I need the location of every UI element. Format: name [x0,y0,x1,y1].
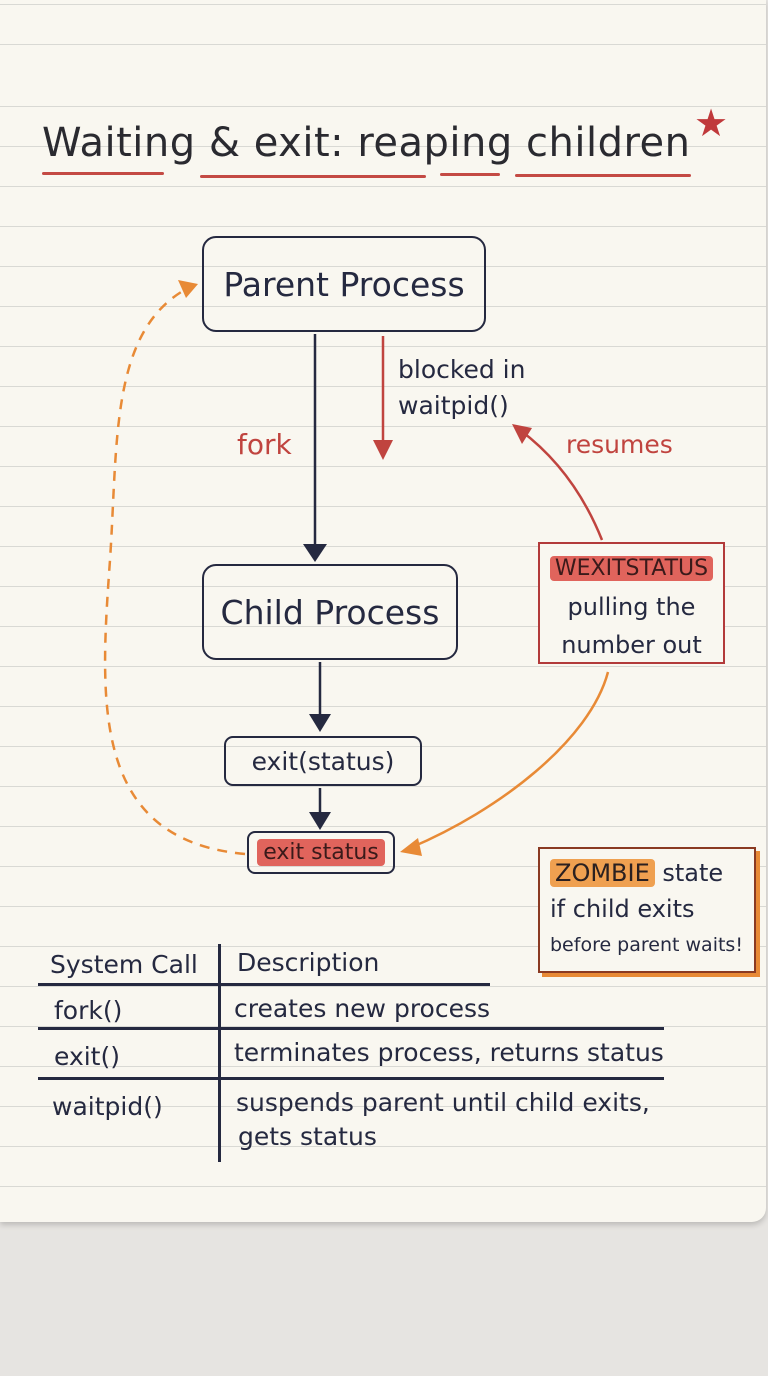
table-row-3-description-line-2: gets status [238,1122,377,1151]
title-underline [42,172,164,175]
exit-call-label: exit(status) [251,746,395,776]
wexitstatus-arrowhead [400,838,422,856]
resumes-arrowhead [512,424,532,444]
table-row-3-call: waitpid() [52,1092,163,1121]
table-row-rule [38,1077,664,1080]
zombie-note: ZOMBIE state if child exits before paren… [538,847,756,973]
table-column-divider [218,944,221,1162]
wexitstatus-tag: WEXITSTATUS [549,556,714,581]
zombie-line-3: before parent waits! [550,934,743,956]
zombie-tag: ZOMBIE [550,859,655,887]
reap-loop-arrow [103,286,246,856]
table-row-2-description: terminates process, returns status [234,1038,664,1067]
page-title: Waiting & exit: reaping children [42,120,691,166]
exit-status-box: exit status [247,831,395,874]
exit-status-label: exit status [257,839,385,866]
status-arrowhead [309,812,331,830]
blocked-note: blocked in waitpid() [398,352,525,424]
blocked-arrowhead [373,440,393,460]
fork-arrowhead [303,544,327,562]
table-row-3-description-line-1: suspends parent until child exits, [236,1088,650,1117]
resumes-label: resumes [566,430,673,459]
exit-arrowhead [309,714,331,732]
child-process-box: Child Process [202,564,458,660]
zombie-line-2: if child exits [550,895,695,923]
wexitstatus-line-2: number out [561,631,702,659]
reap-loop-arrowhead [178,280,198,298]
table-header-description: Description [237,948,380,977]
exit-call-box: exit(status) [224,736,422,786]
blocked-line-2: waitpid() [398,391,509,420]
resumes-arrow [519,429,604,541]
table-row-1-description: creates new process [234,994,491,1023]
star-icon: ★ [694,101,729,145]
table-row-rule [38,1027,664,1030]
zombie-line-1: state [662,859,724,887]
table-row-1-call: fork() [54,996,123,1025]
blocked-line-1: blocked in [398,355,526,384]
parent-process-label: Parent Process [223,264,465,304]
wexitstatus-arrow [409,671,610,850]
parent-process-box: Parent Process [202,236,486,332]
wexitstatus-note: WEXITSTATUS pulling the number out [538,542,725,664]
title-underline [200,175,426,178]
table-row-2-call: exit() [54,1042,120,1071]
title-underline [440,173,500,176]
table-header-rule [38,983,490,986]
fork-label: fork [237,428,292,461]
table-header-call: System Call [50,950,198,979]
wexitstatus-line-1: pulling the [567,593,696,621]
title-underline [515,174,691,177]
child-process-label: Child Process [220,592,440,632]
